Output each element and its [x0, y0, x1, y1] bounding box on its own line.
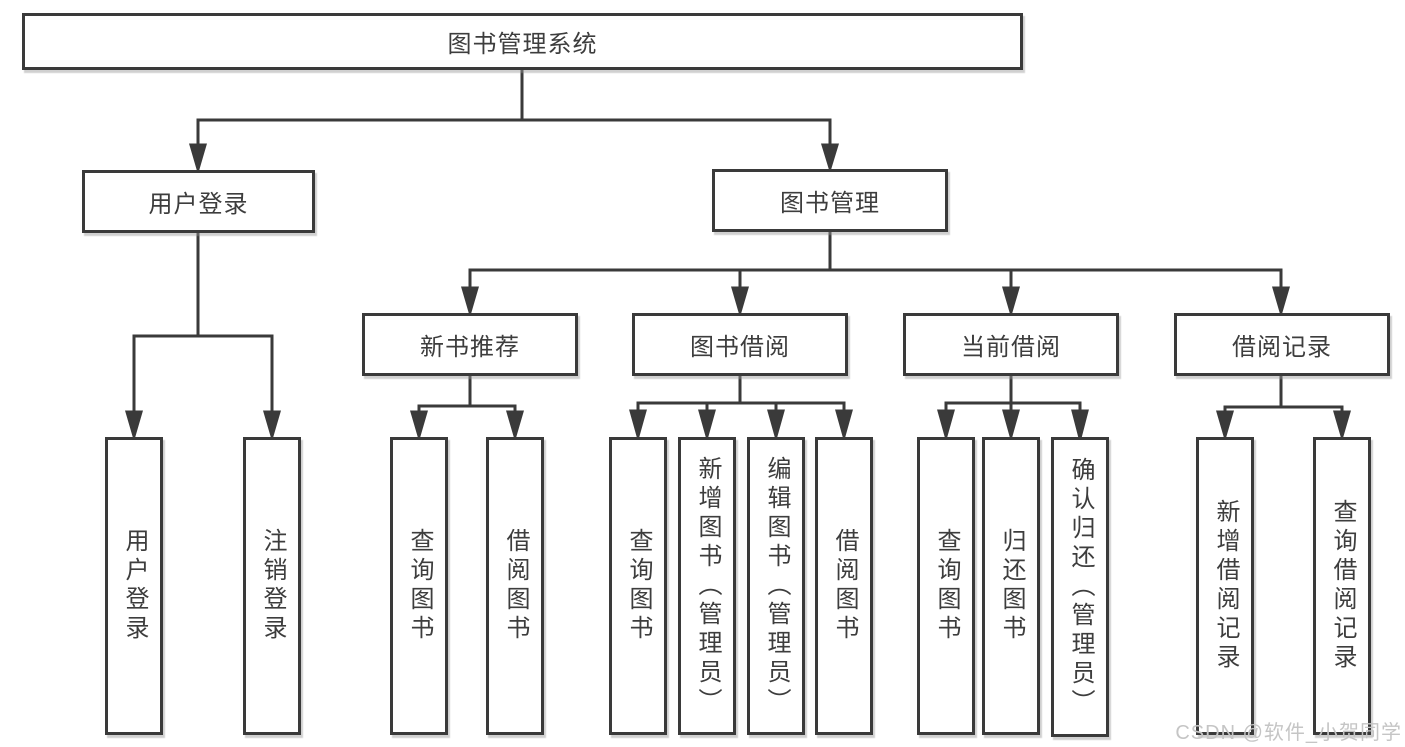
node-book-mgmt: 图书管理 [712, 169, 948, 232]
node-book-mgmt-label: 图书管理 [780, 190, 880, 217]
leaf-logout-label: 注销登录 [259, 528, 286, 644]
leaf-currentborrow-return-books: 归还图书 [982, 437, 1040, 735]
leaf-records-query-record: 查询借阅记录 [1313, 437, 1371, 735]
leaf-currentborrow-confirm-return-label: 确认归还（管理员） [1067, 456, 1094, 718]
leaf-newbookrec-query-books: 查询图书 [390, 437, 448, 735]
leaf-bookborrow-add-books: 新增图书（管理员） [678, 437, 736, 735]
leaf-newbookrec-query-books-label: 查询图书 [406, 528, 433, 644]
leaf-bookborrow-borrow-books: 借阅图书 [815, 437, 873, 735]
leaf-bookborrow-edit-books-label: 编辑图书（管理员） [763, 455, 790, 717]
node-current-borrowing-label: 当前借阅 [961, 334, 1061, 361]
leaf-bookborrow-query-books: 查询图书 [609, 437, 667, 735]
leaf-currentborrow-return-books-label: 归还图书 [998, 528, 1025, 644]
leaf-currentborrow-query-books: 查询图书 [917, 437, 975, 735]
node-root-label: 图书管理系统 [447, 31, 598, 58]
leaf-user-login-label: 用户登录 [121, 528, 148, 644]
node-user-login: 用户登录 [82, 170, 315, 233]
leaf-currentborrow-query-books-label: 查询图书 [933, 528, 960, 644]
node-book-borrowing-label: 图书借阅 [690, 334, 790, 361]
node-user-login-label: 用户登录 [148, 191, 249, 218]
leaf-bookborrow-add-books-label: 新增图书（管理员） [694, 455, 721, 717]
csdn-watermark: CSDN @软件_小贺同学 [1175, 722, 1402, 744]
leaf-newbookrec-borrow-books: 借阅图书 [486, 437, 544, 735]
leaf-records-query-record-label: 查询借阅记录 [1329, 499, 1356, 673]
node-current-borrowing: 当前借阅 [903, 313, 1119, 376]
leaf-currentborrow-confirm-return: 确认归还（管理员） [1051, 437, 1109, 737]
node-root: 图书管理系统 [22, 13, 1023, 70]
node-new-book-rec: 新书推荐 [362, 313, 578, 376]
leaf-bookborrow-edit-books: 编辑图书（管理员） [747, 437, 805, 735]
node-borrowing-records-label: 借阅记录 [1232, 334, 1332, 361]
node-new-book-rec-label: 新书推荐 [420, 334, 520, 361]
node-book-borrowing: 图书借阅 [632, 313, 848, 376]
leaf-records-add-record-label: 新增借阅记录 [1212, 499, 1239, 673]
leaf-bookborrow-query-books-label: 查询图书 [625, 528, 652, 644]
leaf-logout: 注销登录 [243, 437, 301, 735]
leaf-records-add-record: 新增借阅记录 [1196, 437, 1254, 735]
leaf-bookborrow-borrow-books-label: 借阅图书 [831, 528, 858, 644]
leaf-newbookrec-borrow-books-label: 借阅图书 [502, 528, 529, 644]
leaf-user-login: 用户登录 [105, 437, 163, 735]
node-borrowing-records: 借阅记录 [1174, 313, 1390, 376]
